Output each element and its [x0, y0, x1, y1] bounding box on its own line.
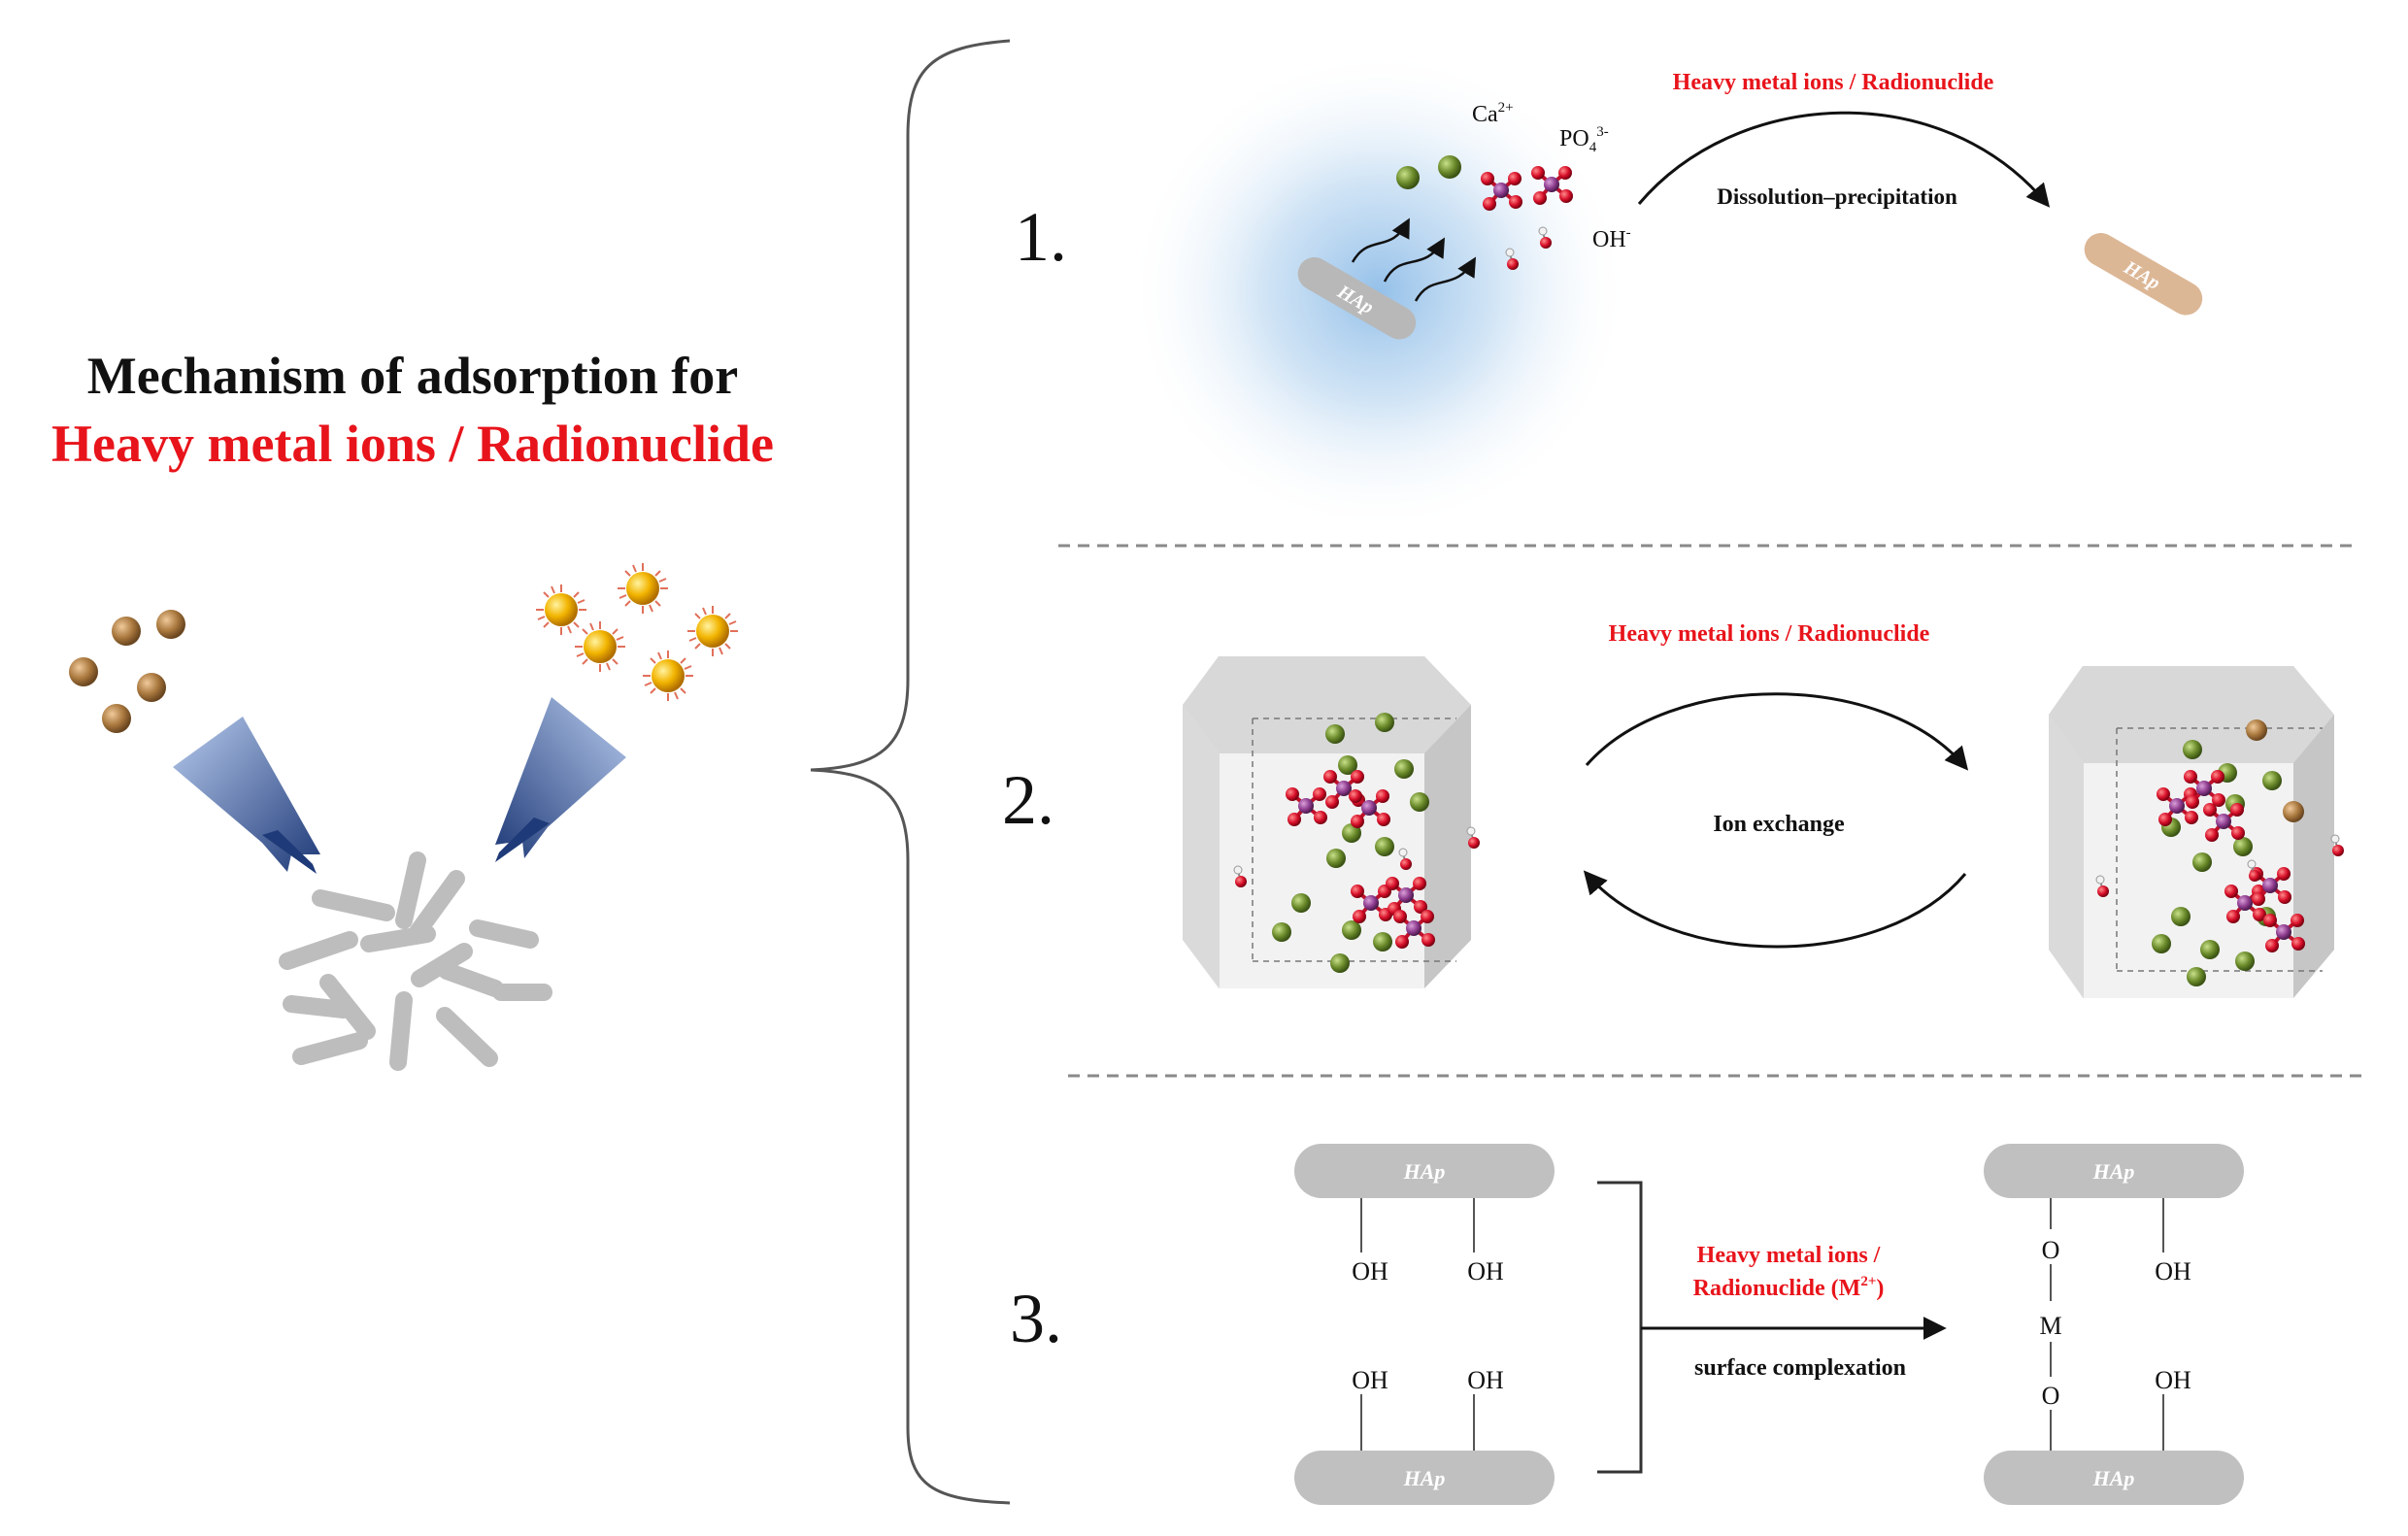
- mechanism-3-number: 3.: [1010, 1280, 1062, 1357]
- crystal-after-atoms: [2095, 719, 2345, 986]
- blue-arrow-left: [173, 717, 320, 874]
- hap-nanorods: [279, 851, 552, 1071]
- o-right-bottom: O: [2042, 1382, 2060, 1410]
- dissolution-arc-arrow: [1637, 111, 2051, 208]
- mechanism-1-number: 1.: [1015, 198, 1067, 276]
- ion-exchange-arrow-back: [1583, 870, 1967, 949]
- oh-right-1: OH: [2155, 1257, 2191, 1286]
- oh-left-1: OH: [1352, 1257, 1388, 1286]
- mechanism-3-reagent-line-2: Radionuclide (M2+): [1693, 1274, 1885, 1301]
- mechanism-3-reagent-line-1: Heavy metal ions /: [1697, 1243, 1881, 1268]
- mechanism-3-process-label: surface complexation: [1694, 1355, 1906, 1381]
- mechanism-1-top-label: Heavy metal ions / Radionuclide: [1673, 70, 1994, 95]
- mechanism-2-top-label: Heavy metal ions / Radionuclide: [1609, 621, 1930, 647]
- ion-label-po4: PO43-: [1559, 124, 1609, 155]
- hap-rod-precipitated: HAp: [2084, 233, 2203, 316]
- title-line-1: Mechanism of adsorption for: [87, 347, 738, 405]
- m-right: M: [2039, 1312, 2061, 1340]
- svg-text:HAp: HAp: [2092, 1159, 2135, 1184]
- svg-text:HAp: HAp: [2092, 1466, 2135, 1490]
- title-line-2: Heavy metal ions / Radionuclide: [51, 415, 774, 473]
- radionuclide-cluster-gold: [535, 562, 739, 702]
- svg-text:HAp: HAp: [1403, 1159, 1446, 1184]
- hap-crystal-after: [2049, 666, 2334, 998]
- hap-surface-right-top: HAp: [1984, 1144, 2244, 1198]
- ion-exchange-arrow-forward: [1585, 692, 1969, 771]
- mechanism-2-process-label: Ion exchange: [1713, 812, 1845, 837]
- mechanism-1-process-label: Dissolution–precipitation: [1717, 184, 1957, 209]
- release-arrows: [1351, 217, 1477, 302]
- hap-surface-left-top: HAp: [1294, 1144, 1555, 1198]
- hap-surface-left-bottom: HAp: [1294, 1451, 1555, 1505]
- metal-ion-cluster-brown: [69, 610, 185, 733]
- oh-left-3: OH: [1352, 1366, 1388, 1394]
- blue-arrow-right: [495, 697, 626, 862]
- hap-crystal-before: [1183, 656, 1471, 988]
- dissolution-cloud: [1126, 49, 1631, 534]
- crystal-before-atoms: [1233, 713, 1481, 973]
- oh-right-2: OH: [2155, 1366, 2191, 1394]
- released-calcium: [1396, 155, 1461, 189]
- oh-left-2: OH: [1467, 1257, 1504, 1286]
- ion-label-ca: Ca2+: [1472, 100, 1514, 127]
- surface-hydroxyls-left: [1360, 1198, 1475, 1451]
- o-right-top: O: [2042, 1236, 2060, 1264]
- oh-left-4: OH: [1467, 1366, 1504, 1394]
- surface-complex-bonds: [2050, 1198, 2164, 1451]
- reactant-bracket: [1597, 1181, 1643, 1474]
- grouping-brace: [810, 39, 1011, 1505]
- ion-label-oh: OH-: [1592, 225, 1631, 252]
- mechanism-2-number: 2.: [1002, 761, 1054, 839]
- svg-text:HAp: HAp: [1403, 1466, 1446, 1490]
- hap-surface-right-bottom: HAp: [1984, 1451, 2244, 1505]
